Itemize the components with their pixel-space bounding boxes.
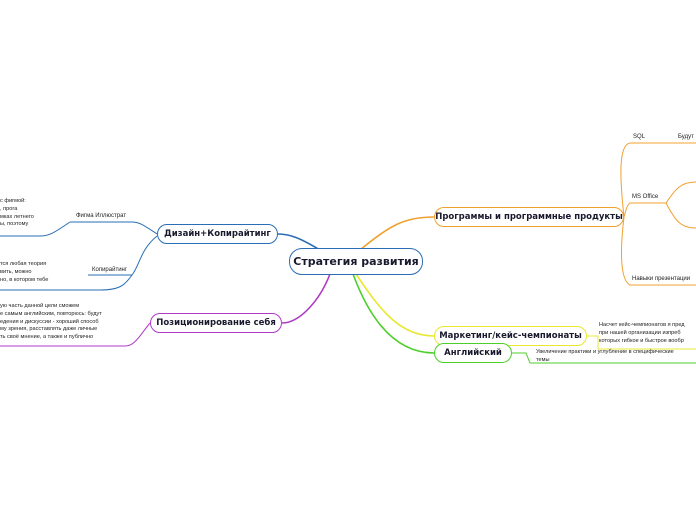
subtopic-msoffice[interactable]: MS Office <box>632 194 659 200</box>
link-positioning-note <box>0 322 151 347</box>
link-central-programs <box>359 216 435 251</box>
marketing-note[interactable]: Насчет кейс-чемпионатов я пред при нашей… <box>599 322 685 344</box>
link-central-design <box>277 233 321 251</box>
subtopic-figma[interactable]: Фигма Иллюстрат <box>76 213 127 219</box>
link-programs-presentations <box>621 216 696 286</box>
topic-positioning[interactable]: Позиционирование себя <box>150 313 282 333</box>
topic-english[interactable]: Английский <box>434 343 512 363</box>
link-central-positioning <box>281 273 331 324</box>
subtopic-copywriting[interactable]: Копирайтинг <box>92 267 128 273</box>
link-design-copywriting <box>88 235 158 276</box>
topic-design[interactable]: Дизайн+Копирайтинг <box>157 224 278 244</box>
link-marketing-note <box>587 335 696 350</box>
link-programs-sql <box>620 142 680 218</box>
topic-programs[interactable]: Программы и программные продукты <box>434 207 624 227</box>
link-design-figma <box>70 221 158 235</box>
subtopic-sql[interactable]: SQL <box>633 134 646 140</box>
figma-note[interactable]: с фигмой: , прога мках летнего ы, поэтом… <box>0 198 34 228</box>
topic-marketing[interactable]: Маркетинг/кейс-чемпионаты <box>434 326 587 346</box>
link-english-note <box>512 352 696 364</box>
link-central-english <box>352 273 435 354</box>
subtopic-sql-detail[interactable]: Будут <box>678 134 694 140</box>
link-programs-msoffice <box>623 202 666 218</box>
english-note[interactable]: Увеличение практики и углубление в специ… <box>536 349 674 363</box>
link-msoffice-sub2 <box>665 202 696 229</box>
subtopic-presentations[interactable]: Навыки презентации <box>632 276 691 282</box>
copywriting-note[interactable]: тся любая теория вить, можно но, в котор… <box>0 261 49 283</box>
link-copywriting-note <box>0 274 133 291</box>
link-central-marketing <box>355 273 435 337</box>
link-figma-note <box>0 221 71 237</box>
link-msoffice-sub1 <box>665 181 696 204</box>
positioning-note[interactable]: ую часть данной цели сможем е самым англ… <box>0 303 102 341</box>
central-topic[interactable]: Стратегия развития <box>289 248 423 275</box>
